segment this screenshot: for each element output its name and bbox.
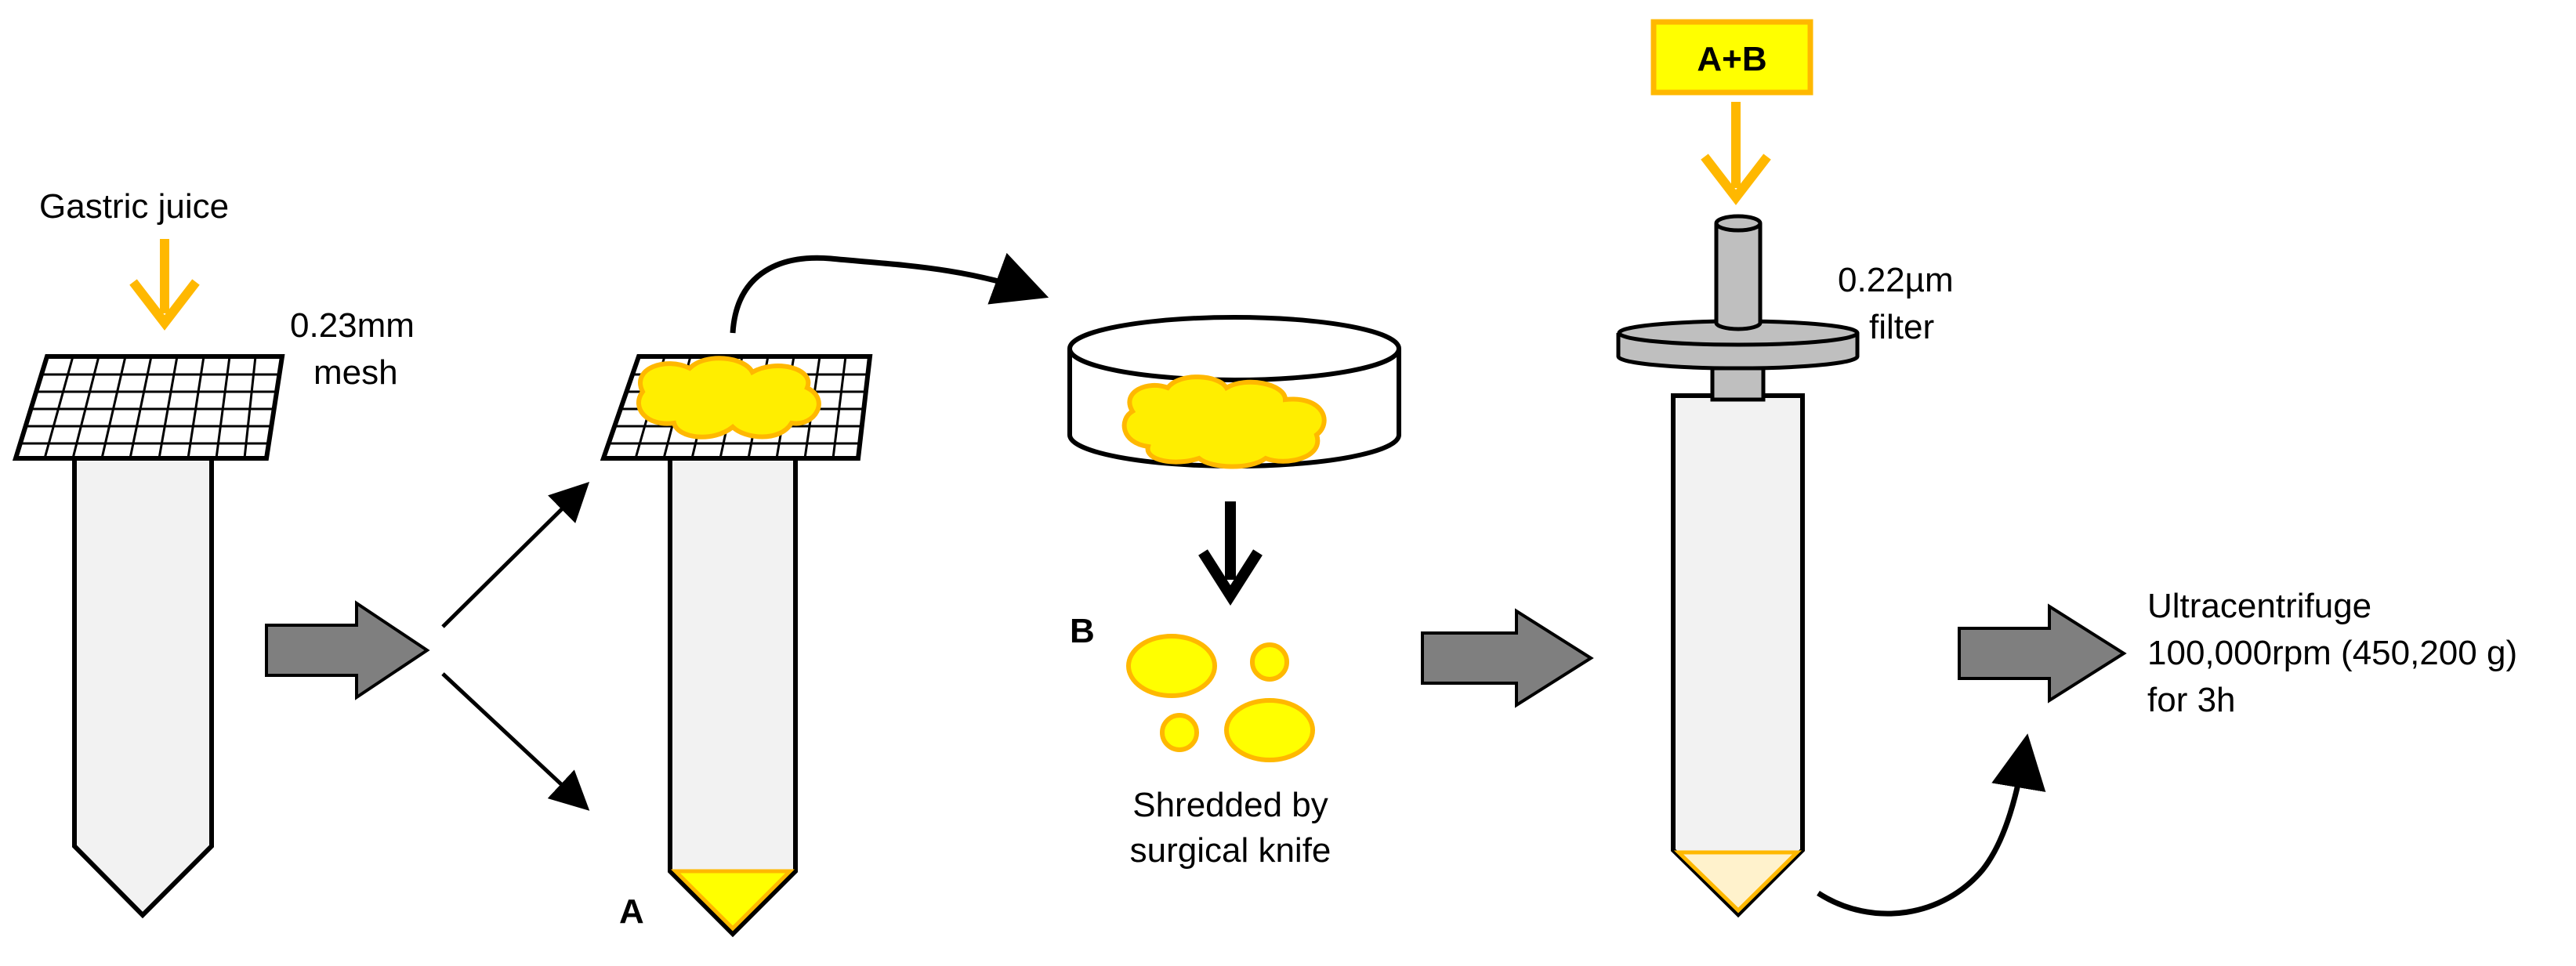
tissue-on-mesh bbox=[636, 356, 821, 440]
marker-a-label: A bbox=[619, 892, 644, 931]
a-plus-b-label: A+B bbox=[1697, 40, 1766, 78]
gastric-juice-arrow bbox=[129, 239, 200, 331]
process-arrow-2 bbox=[1421, 608, 1594, 708]
ultracentrifuge-time-label: for 3h bbox=[2147, 681, 2236, 719]
mesh-word-label: mesh bbox=[313, 353, 398, 392]
syringe-filter bbox=[1616, 214, 1860, 402]
process-arrow-3 bbox=[1958, 603, 2127, 704]
filter-word-label: filter bbox=[1869, 308, 1934, 346]
collection-tube-1 bbox=[72, 452, 214, 919]
mesh-size-label: 0.23mm bbox=[290, 306, 415, 345]
mesh-grid-1 bbox=[12, 354, 285, 461]
transfer-curved-arrow bbox=[730, 252, 1049, 334]
pellet-pale bbox=[1673, 850, 1802, 914]
step4-group: A+B 0.22µm filter bbox=[1616, 19, 1954, 918]
a-plus-b-box bbox=[1650, 19, 1813, 96]
pellet-a bbox=[670, 869, 795, 932]
ultracentrifuge-speed-label: 100,000rpm (450,200 g) bbox=[2147, 634, 2517, 672]
collection-tube-3 bbox=[1671, 393, 1805, 918]
to-ultracentrifuge-curved-arrow bbox=[1817, 733, 2046, 917]
ultracentrifuge-label: Ultracentrifuge bbox=[2147, 587, 2371, 625]
filter-size-label: 0.22µm bbox=[1838, 261, 1954, 299]
step2-group: A bbox=[600, 354, 873, 938]
shredded-label-line1: Shredded by bbox=[1132, 786, 1328, 824]
step1-group: Gastric juice bbox=[12, 187, 415, 919]
gastric-juice-label: Gastric juice bbox=[39, 187, 229, 226]
split-arrows bbox=[441, 481, 590, 811]
step3-group: B Shredded by surgical knife bbox=[1067, 315, 1401, 870]
ultracentrifuge-text: Ultracentrifuge 100,000rpm (450,200 g) f… bbox=[2147, 587, 2517, 719]
marker-b-label: B bbox=[1070, 612, 1095, 650]
shred-down-arrow bbox=[1198, 501, 1263, 606]
process-arrow-1 bbox=[265, 600, 430, 700]
collection-tube-2 bbox=[668, 452, 798, 938]
shredded-fragments bbox=[1126, 634, 1315, 762]
tissue-in-dish bbox=[1121, 374, 1327, 469]
shredded-label-line2: surgical knife bbox=[1130, 831, 1331, 870]
a-plus-b-arrow bbox=[1701, 102, 1771, 205]
